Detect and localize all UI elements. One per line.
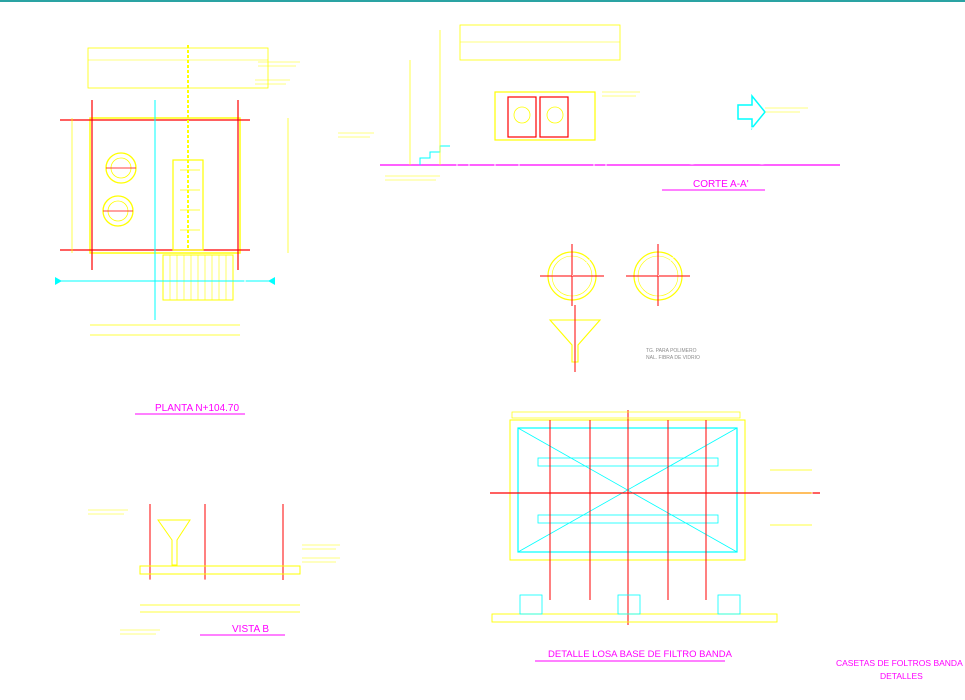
section-dim-frame	[459, 24, 621, 61]
fiber-note-1: TG. PARA POLIMERO	[646, 348, 697, 354]
section-stairs	[419, 145, 450, 165]
view-b-filter-unit	[224, 517, 266, 564]
view-b-slab	[139, 565, 301, 575]
view-b-footing	[196, 579, 210, 591]
view-b-title: VISTA B	[232, 624, 269, 635]
plan-grating-bars	[169, 255, 227, 300]
section-truck	[604, 127, 779, 165]
view-b-drawing	[88, 487, 340, 635]
slab-section-bottom	[491, 613, 778, 623]
section-roller	[513, 106, 531, 124]
section-arrow-left	[55, 277, 62, 285]
section-roof	[459, 63, 626, 73]
slab-pier	[617, 594, 641, 615]
section-footing-mid	[494, 159, 520, 179]
section-footing-right	[593, 149, 607, 191]
section-arrow-right	[268, 277, 275, 285]
view-b-roller	[245, 538, 259, 552]
plan-outer-wall-inner	[0, 95, 29, 313]
tank-detail-1-leader	[571, 254, 596, 277]
plan-outer-wall	[0, 95, 9, 309]
fiber-note-2: NAL. FIBRA DE VIDRIO	[646, 355, 700, 361]
section-footing-left	[456, 149, 470, 191]
plan-title: PLANTA N+104.70	[155, 403, 239, 414]
slab-detail-subtitle: CASETA DE FILTROS BANDA	[538, 667, 602, 672]
tank-detail-2-leader	[657, 254, 676, 277]
section-annotation-text	[385, 91, 808, 181]
slab-side-section	[811, 391, 823, 621]
section-title: CORTE A-A'	[693, 179, 749, 190]
view-b-footing	[139, 579, 153, 591]
section-subtitle: CASETA DE FILTROS BANDA	[670, 196, 734, 201]
view-b-roof	[139, 487, 299, 505]
sheet-title-line-1: CASETAS DE FOLTROS BANDA	[836, 658, 963, 668]
section-filter-door-1	[507, 96, 537, 138]
slab-pier	[519, 594, 543, 615]
plan-subtitle: CASETA DE FILTROS BANDA	[140, 420, 204, 425]
section-direction-arrow	[737, 93, 766, 131]
plan-view-drawing	[0, 45, 374, 388]
slab-detail-title: DETALLE LOSA BASE DE FILTRO BANDA	[548, 649, 733, 660]
plan-road-curve	[235, 95, 306, 256]
plan-truck-cab	[299, 261, 356, 299]
section-roof-truss	[469, 63, 621, 73]
slab-detail-drawing	[490, 391, 823, 625]
slab-pier	[717, 594, 741, 615]
section-filter-door-2	[539, 96, 569, 138]
funnel-detail	[548, 319, 602, 363]
view-b-annotation-text	[88, 509, 340, 635]
plan-dim-frame	[87, 47, 269, 89]
section-view-drawing	[380, 24, 840, 191]
sheet-title-line-2: DETALLES	[880, 671, 923, 681]
section-filter-unit	[494, 91, 596, 141]
view-b-footing	[287, 579, 301, 591]
plan-building-inner	[95, 123, 235, 248]
slab-dim-top	[511, 411, 741, 419]
view-b-roller	[231, 528, 245, 542]
plan-annotation-text	[255, 61, 374, 138]
view-b-subtitle: CASETA DE FILTROS BANDA	[212, 641, 276, 646]
plan-building-outline	[89, 117, 241, 254]
legend-table	[641, 321, 705, 345]
section-roller	[546, 106, 564, 124]
tank-detail-drawings	[525, 244, 705, 372]
view-b-funnel	[157, 519, 191, 566]
